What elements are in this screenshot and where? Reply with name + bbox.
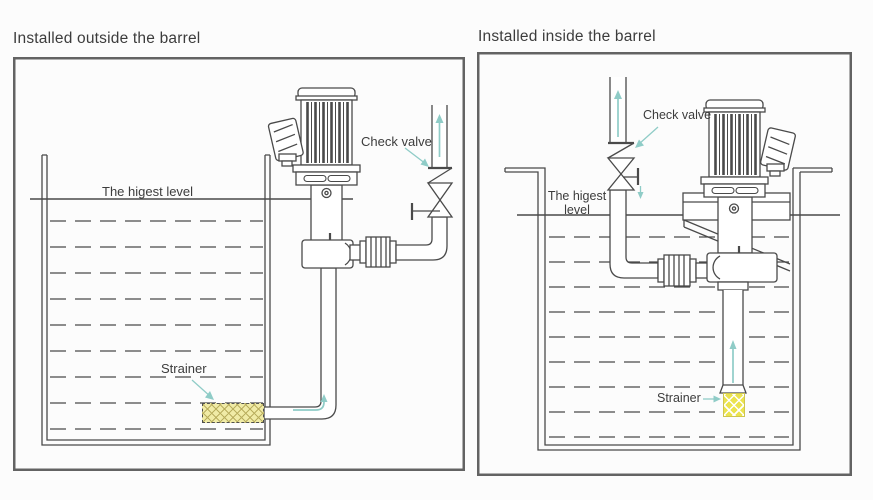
inside-panel-frame [477,52,852,476]
pump-head [301,239,354,269]
pump-body [301,184,354,269]
inside-highest-level-label: The higest level [547,189,607,217]
check-valve-symbol [410,105,454,220]
discharge-elbow-pipe [609,189,659,279]
strainer-inside [723,393,745,417]
flow-elbow-arrow [293,399,325,411]
junction-box [760,127,796,171]
outside-highest-level-label: The higest level [102,184,194,199]
barrel-outline [504,167,833,451]
valve-flap [427,167,453,184]
outside-panel-frame [13,57,465,471]
discharge-pipe [349,216,448,268]
volute-arc [712,255,721,280]
motor-flange [292,164,361,173]
flow-arrows [191,114,444,411]
junction-box [267,117,304,162]
suction-flare [719,384,747,394]
bolt-icon [728,203,740,214]
union-nut [657,254,711,287]
strainer-outside [202,403,264,423]
check-valve-symbol [606,77,640,191]
flow-arrows [614,90,737,403]
outside-check-valve-label: Check valve [361,134,432,149]
discharge-riser [609,77,627,143]
check-valve-pointer-arrow [404,147,427,165]
water-level-dashes [50,220,263,430]
discharge-riser [431,105,448,168]
motor-flange [700,176,769,185]
outside-diagram [13,57,465,471]
outside-strainer-label: Strainer [161,361,207,376]
bolt-icon [321,187,332,199]
pump-body [706,196,778,394]
inside-panel-title: Installed inside the barrel [478,28,656,45]
inside-check-valve-label: Check valve [643,108,712,122]
valve-flap [607,142,635,159]
inside-strainer-label: Strainer [657,391,701,405]
check-valve-pointer-arrow [638,126,659,145]
tank-outline [41,154,271,446]
inside-diagram [477,52,852,476]
suction-pipe [722,290,744,385]
outside-panel-title: Installed outside the barrel [13,30,201,47]
motor [700,99,796,198]
motor [267,87,361,186]
suction-pipe [263,267,337,420]
